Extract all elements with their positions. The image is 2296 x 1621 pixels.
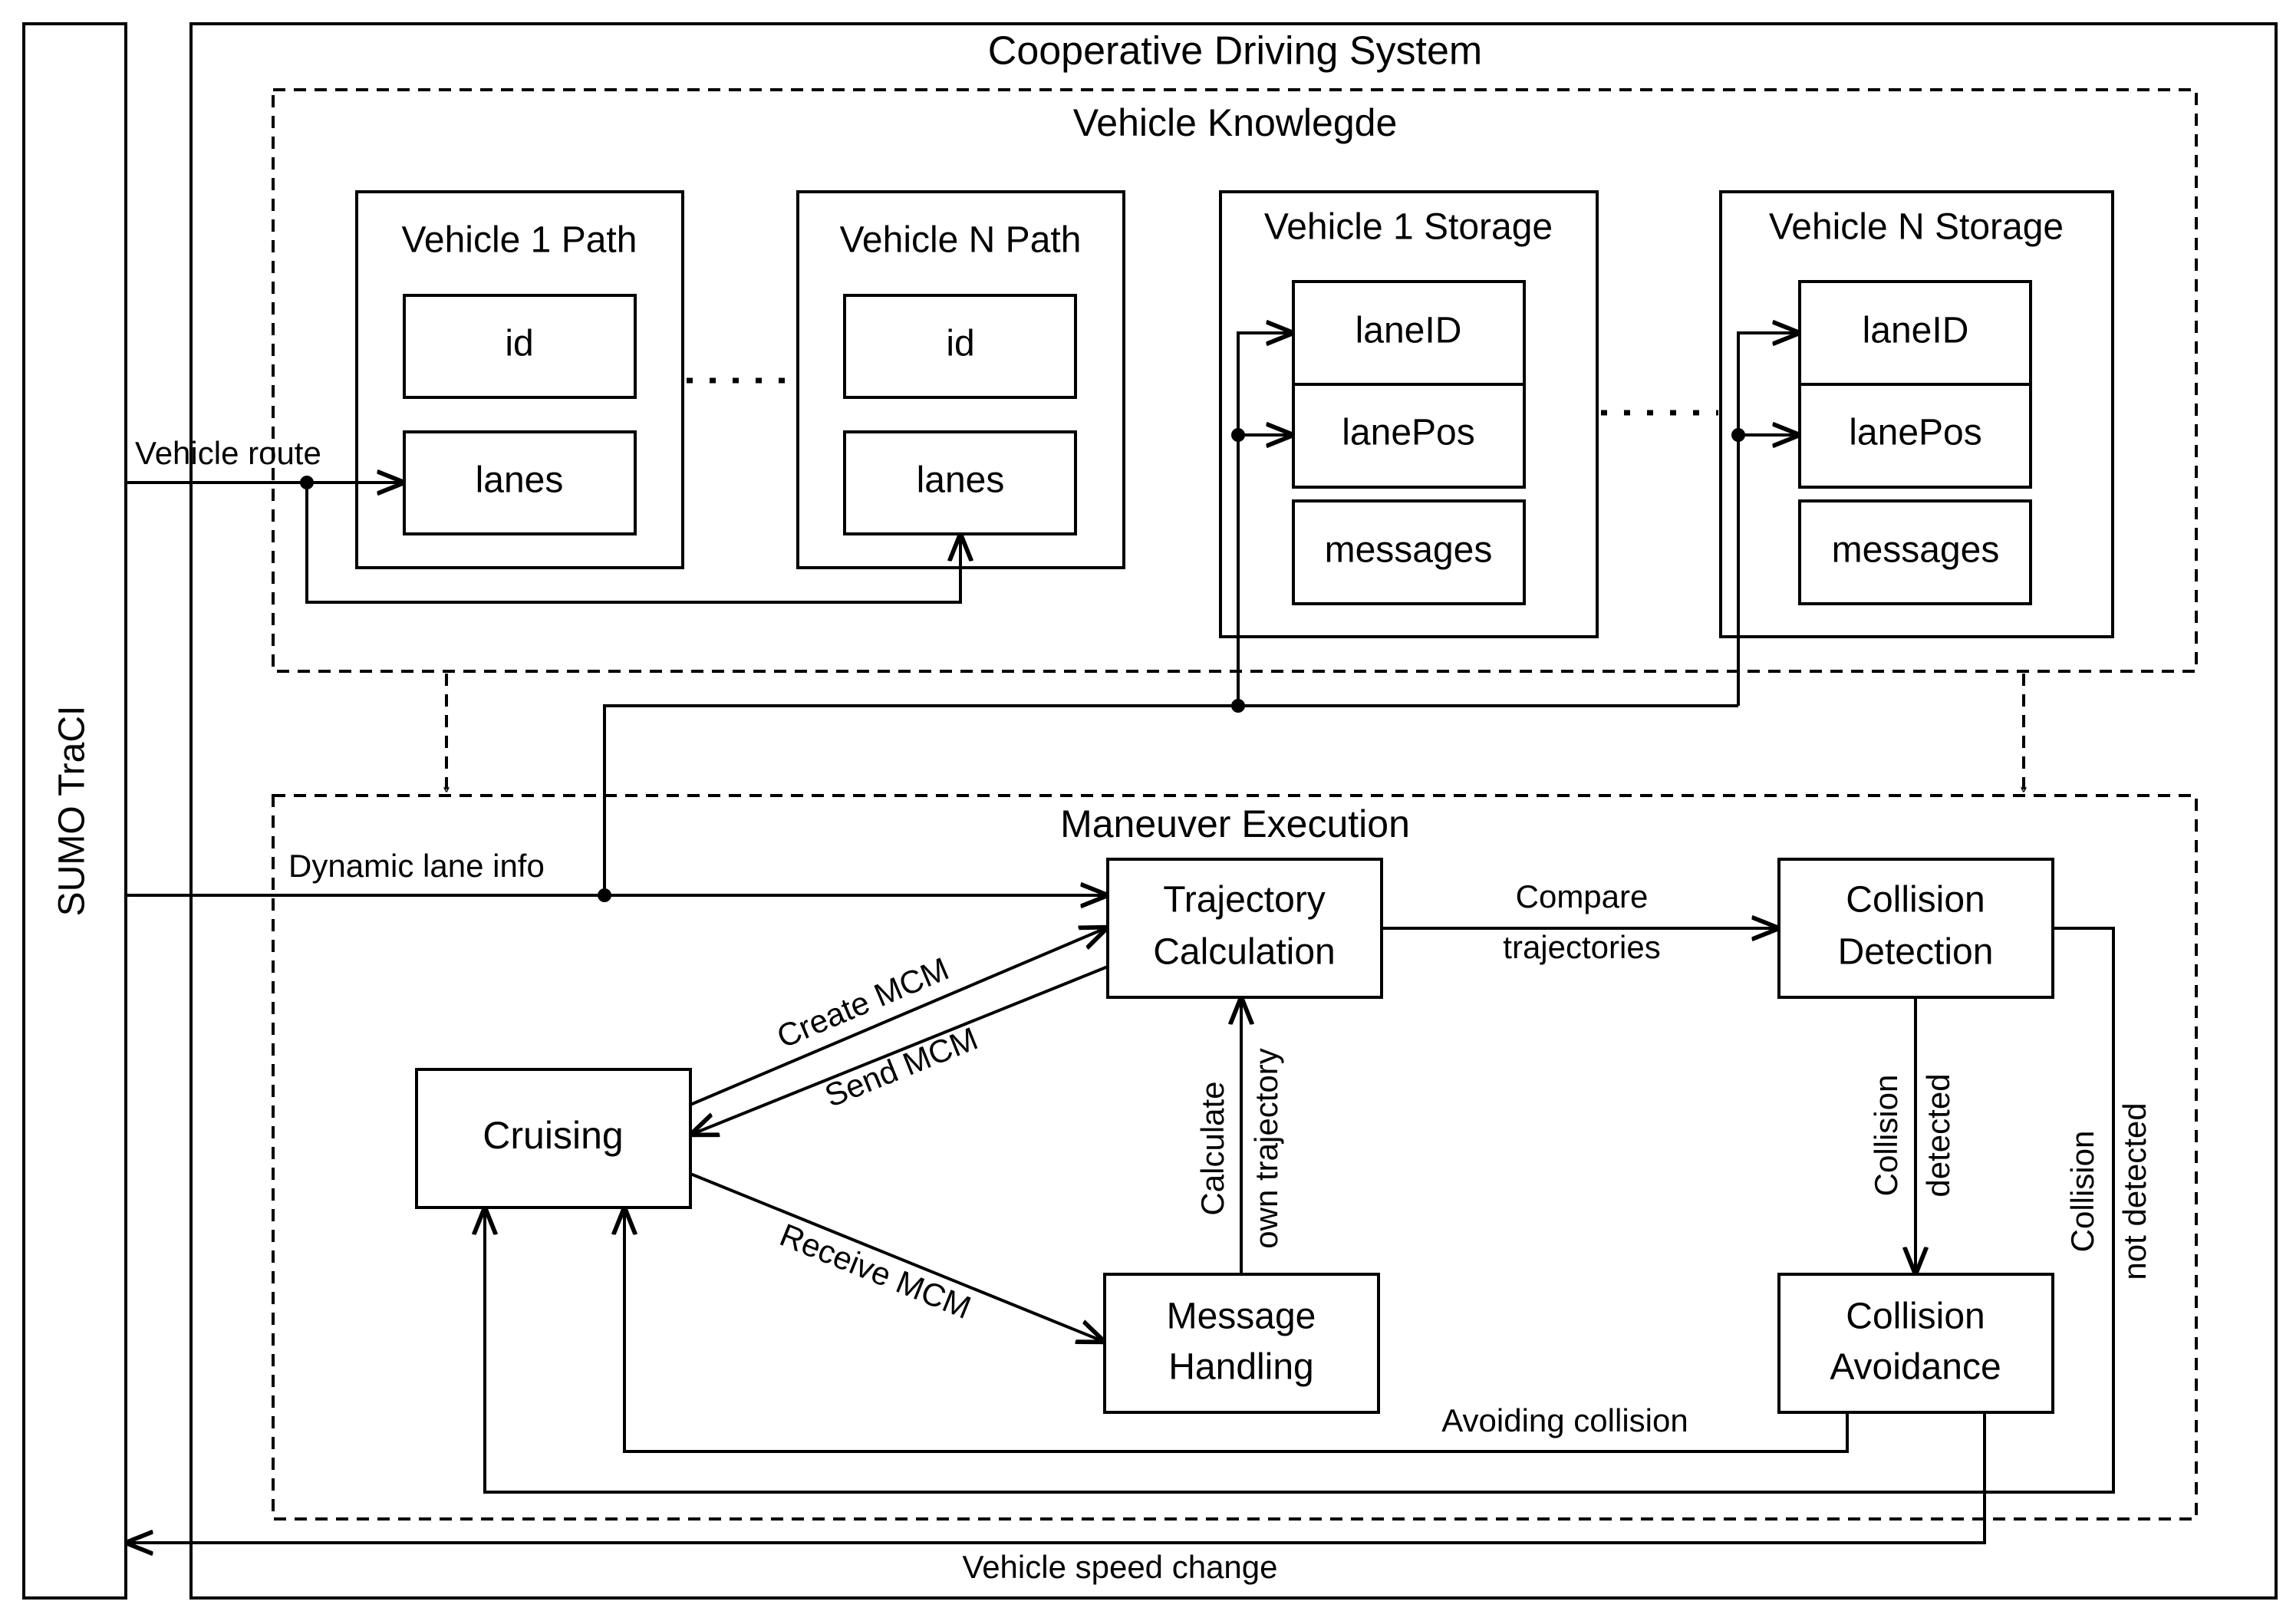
dynamic-lane-info-label: Dynamic lane info bbox=[288, 848, 545, 884]
trajectory-calculation-label-1: Trajectory bbox=[1163, 880, 1326, 921]
cruising-label: Cruising bbox=[483, 1114, 623, 1157]
vehicle-n-lanepos-label: lanePos bbox=[1849, 413, 1981, 453]
dynamic-lane-info-riser bbox=[603, 704, 1738, 895]
receive-mcm-arrow bbox=[690, 1172, 1102, 1341]
vehicle-1-path-title: Vehicle 1 Path bbox=[402, 220, 637, 261]
compare-trajectories-label-2: trajectories bbox=[1503, 929, 1660, 965]
vehicle-1-id-field bbox=[403, 294, 637, 399]
vehicle-knowledge-box bbox=[272, 88, 2198, 673]
message-handling-label-2: Handling bbox=[1168, 1347, 1313, 1388]
vehicle-n-id-field bbox=[843, 294, 1077, 399]
calculate-own-trajectory-label-2: own trajectory bbox=[1248, 1048, 1284, 1248]
storage-n-laneid-feed-arrow bbox=[1737, 333, 1797, 706]
avoiding-collision-arrow bbox=[624, 1210, 1849, 1453]
vehicle-speed-change-label: Vehicle speed change bbox=[963, 1549, 1278, 1585]
vehicle-n-messages-field bbox=[1798, 499, 2032, 605]
calculate-own-trajectory-label-1: Calculate bbox=[1194, 1081, 1230, 1215]
vehicle-n-path-title: Vehicle N Path bbox=[840, 220, 1082, 261]
storage-1-laneid-feed-arrow bbox=[1237, 333, 1291, 706]
compare-trajectories-label-1: Compare bbox=[1516, 878, 1649, 914]
vehicle-1-storage-box bbox=[1219, 190, 1599, 638]
cruising-node bbox=[415, 1068, 692, 1209]
vehicle-n-lanes-label: lanes bbox=[917, 460, 1005, 501]
vehicle-1-lanes-label: lanes bbox=[476, 460, 564, 501]
sumo-traci-box bbox=[22, 22, 127, 1600]
collision-not-detected-label-2: not detected bbox=[2116, 1102, 2153, 1280]
vehicle-1-storage-title: Vehicle 1 Storage bbox=[1264, 207, 1553, 248]
cooperative-driving-system-box bbox=[189, 22, 2278, 1600]
storage-1-lanepos-junction bbox=[1231, 428, 1245, 442]
vehicle-knowledge-title: Vehicle Knowlegde bbox=[1073, 101, 1398, 144]
vehicle-1-id-label: id bbox=[505, 324, 533, 364]
collision-detected-label-2: detected bbox=[1920, 1073, 1956, 1197]
sumo-traci-label: SUMO TraCI bbox=[52, 706, 93, 917]
maneuver-execution-box bbox=[272, 794, 2198, 1521]
vehicle-route-branch-arrow bbox=[305, 483, 960, 604]
collision-detected-label-1: Collision bbox=[1868, 1075, 1904, 1197]
vehicle-1-path-box bbox=[355, 190, 684, 569]
message-handling-label-1: Message bbox=[1167, 1296, 1316, 1337]
vehicle-1-laneid-label: laneID bbox=[1356, 311, 1462, 351]
create-mcm-arrow bbox=[690, 928, 1105, 1106]
maneuver-execution-title: Maneuver Execution bbox=[1060, 802, 1410, 845]
receive-mcm-label: Receive MCM bbox=[775, 1217, 976, 1326]
send-mcm-label: Send MCM bbox=[820, 1020, 983, 1114]
collision-not-detected-arrow bbox=[485, 927, 2115, 1494]
vehicle-n-messages-label: messages bbox=[1832, 530, 2000, 571]
vehicle-speed-change-arrow bbox=[128, 1412, 1986, 1543]
send-mcm-arrow bbox=[693, 965, 1108, 1134]
vehicle-route-label: Vehicle route bbox=[135, 435, 321, 471]
cooperative-driving-system-title: Cooperative Driving System bbox=[988, 29, 1482, 74]
vehicle-n-laneid-label: laneID bbox=[1863, 311, 1969, 351]
vehicle-n-storage-box bbox=[1719, 190, 2114, 638]
vehicle-1-lanepos-label: lanePos bbox=[1342, 413, 1474, 453]
vehicle-n-id-label: id bbox=[946, 324, 974, 364]
vehicle-1-messages-field bbox=[1292, 499, 1526, 605]
storage-n-lanepos-junction bbox=[1731, 428, 1745, 442]
vehicle-1-messages-label: messages bbox=[1325, 530, 1493, 571]
collision-detection-label-1: Collision bbox=[1846, 880, 1985, 921]
collision-not-detected-label-1: Collision bbox=[2064, 1131, 2100, 1253]
avoiding-collision-label: Avoiding collision bbox=[1441, 1402, 1688, 1438]
collision-avoidance-label-1: Collision bbox=[1846, 1296, 1985, 1337]
collision-detection-label-2: Detection bbox=[1838, 932, 1994, 973]
collision-avoidance-node bbox=[1777, 1273, 2054, 1414]
trajectory-calculation-label-2: Calculation bbox=[1153, 932, 1335, 973]
collision-avoidance-label-2: Avoidance bbox=[1830, 1347, 2001, 1388]
message-handling-node bbox=[1103, 1273, 1380, 1414]
vehicle-n-storage-title: Vehicle N Storage bbox=[1769, 207, 2064, 248]
